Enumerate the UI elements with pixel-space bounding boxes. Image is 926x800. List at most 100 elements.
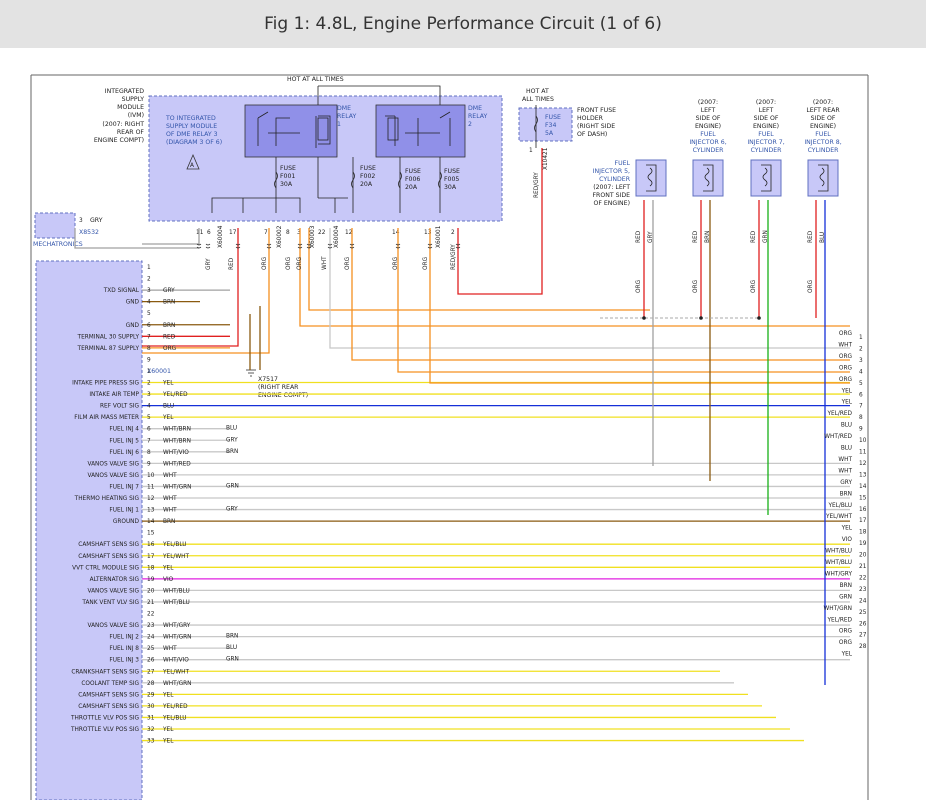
ref-wire-color: BRN	[840, 583, 852, 589]
splice-dot	[642, 316, 646, 320]
ref-number: 21	[859, 564, 867, 570]
dme-pin-number: 12	[147, 496, 155, 502]
inj5-org: ORG	[636, 279, 642, 293]
ism-pin-6: 22	[318, 230, 326, 236]
ref-number: 19	[859, 541, 867, 547]
wire-color-label: WHT	[163, 496, 177, 502]
splice-dot	[699, 316, 703, 320]
injector-5: FUEL INJECTOR 5, CYLINDER (2007: LEFT FR…	[592, 159, 667, 207]
ref-wire-color: YEL/RED	[826, 617, 852, 623]
ism-link-1[interactable]: SUPPLY MODULE	[166, 123, 217, 130]
ism-link-0[interactable]: TO INTEGRATED	[165, 115, 216, 122]
dme-pin-number: 9	[147, 461, 151, 467]
ism-conn-3[interactable]: X60004	[334, 225, 340, 248]
inj6-l5: INJECTOR 6,	[689, 139, 726, 146]
fuse-f005-l1: FUSE	[444, 168, 460, 175]
splice-dot	[757, 316, 761, 320]
wire-color-label: WHT/BLU	[163, 600, 190, 606]
inj5-l5: OF ENGINE)	[593, 200, 630, 207]
dme-signal-label: GROUND	[113, 519, 140, 525]
f34-conn[interactable]: X10421	[543, 147, 549, 170]
dme-connector[interactable]: X60001	[147, 368, 171, 375]
dme-pin-number: 7	[147, 438, 151, 444]
ism-pin-9: 13	[424, 230, 432, 236]
inj7-org: ORG	[751, 279, 757, 293]
dme-pin-number: 6	[147, 427, 151, 433]
wire-color-label: WHT/VIO	[163, 658, 189, 664]
ref-number: 22	[859, 575, 867, 581]
connector-mark	[455, 243, 461, 249]
wire-color-label: YEL	[162, 565, 174, 571]
dme-pin-number: 10	[147, 473, 155, 479]
inj5-c1: RED	[636, 230, 642, 243]
ism-label-2: MODULE	[117, 104, 144, 111]
hot-at-all-times: HOT AT ALL TIMES	[287, 76, 344, 83]
ism-pin-5: 3	[297, 230, 301, 236]
dme-pin-number: 11	[147, 484, 155, 490]
ism-conn-0[interactable]: X60004	[218, 225, 224, 248]
wire-color-label: GRN	[226, 483, 239, 489]
ref-number: 11	[859, 450, 867, 456]
f34-l2: F34	[545, 122, 556, 129]
ref-wire-color: WHT/BLU	[825, 560, 852, 566]
ref-number: 14	[859, 484, 867, 490]
ground-name: X7517	[258, 376, 278, 383]
inj6-l0: (2007:	[698, 99, 718, 106]
inj8-c2: BLU	[820, 232, 826, 243]
inj5-l3: (2007: LEFT	[593, 184, 630, 191]
wire-color-label: WHT	[163, 473, 177, 479]
wire-color-label: WHT/BRN	[163, 438, 191, 444]
wire-tag: ORG	[286, 256, 292, 270]
wire-tag: RED	[229, 257, 235, 270]
wire-ism-22	[329, 228, 850, 349]
connector-mark	[196, 243, 202, 249]
ref-wire-color: ORG	[839, 354, 853, 360]
wire-color-label: WHT/GRN	[163, 484, 191, 490]
wire-color-label: BLU	[226, 426, 237, 432]
dme-signal-label: FUEL INJ 6	[109, 450, 139, 456]
ref-number: 17	[859, 518, 867, 524]
dme-signal-label: FUEL INJ 1	[109, 508, 139, 514]
ref-wire-color: GRY	[840, 480, 852, 486]
ref-number: 6	[859, 392, 863, 398]
inj7-l5: INJECTOR 7,	[747, 139, 784, 146]
ism-pin-3: 7	[264, 230, 268, 236]
ffh-label-0: FRONT FUSE	[577, 107, 616, 114]
ism-link-2[interactable]: OF DME RELAY 3	[166, 131, 218, 138]
wire-tag: ORG	[423, 256, 429, 270]
ref-number: 8	[859, 415, 863, 421]
ref-number: 7	[859, 404, 863, 410]
ref-wire-color: BLU	[841, 446, 852, 452]
ism-conn-2[interactable]: X60003	[310, 225, 316, 248]
inj8-box	[807, 159, 839, 197]
dme-signal-label: VANOS VALVE SIG	[88, 588, 140, 594]
dme-signal-label: GND	[126, 300, 140, 306]
dme-signal-label: THERMO HEATING SIG	[74, 496, 140, 502]
dme-pin-number: 19	[147, 577, 155, 583]
fuse-f002-l2: F002	[360, 173, 375, 180]
ism-link-3[interactable]: (DIAGRAM 3 OF 6)	[166, 139, 222, 146]
dme-pin-number: 25	[147, 646, 155, 652]
dme-pin-number: 24	[147, 635, 155, 641]
ref-wire-color: BLU	[841, 423, 852, 429]
ffh-label-1: HOLDER	[577, 115, 604, 122]
mech-conn[interactable]: X8532	[79, 229, 99, 236]
wire-ism-14	[397, 228, 850, 373]
ref-wire-color: ORG	[839, 331, 853, 337]
dme-signal-label: CRANKSHAFT SENS SIG	[71, 669, 139, 675]
ref-number: 9	[859, 427, 863, 433]
reference-triangle-icon[interactable]	[186, 153, 200, 170]
dme-pin-number: 4	[147, 300, 151, 306]
wire-color-label: WHT	[163, 508, 177, 514]
ref-wire-color: GRN	[839, 594, 852, 600]
wire-f34	[457, 148, 543, 295]
dme-signal-label: INTAKE AIR TEMP	[89, 392, 139, 398]
dme-signal-label: FUEL INJ 8	[109, 646, 139, 652]
ism-conn-4[interactable]: X60001	[436, 225, 442, 248]
ism-label-4: (2007: RIGHT	[102, 121, 144, 128]
ism-conn-1[interactable]: X60002	[277, 225, 283, 248]
ref-number: 4	[859, 369, 863, 375]
ref-number: 26	[859, 621, 867, 627]
connector-mark	[297, 243, 303, 249]
inj8-org: ORG	[808, 279, 814, 293]
